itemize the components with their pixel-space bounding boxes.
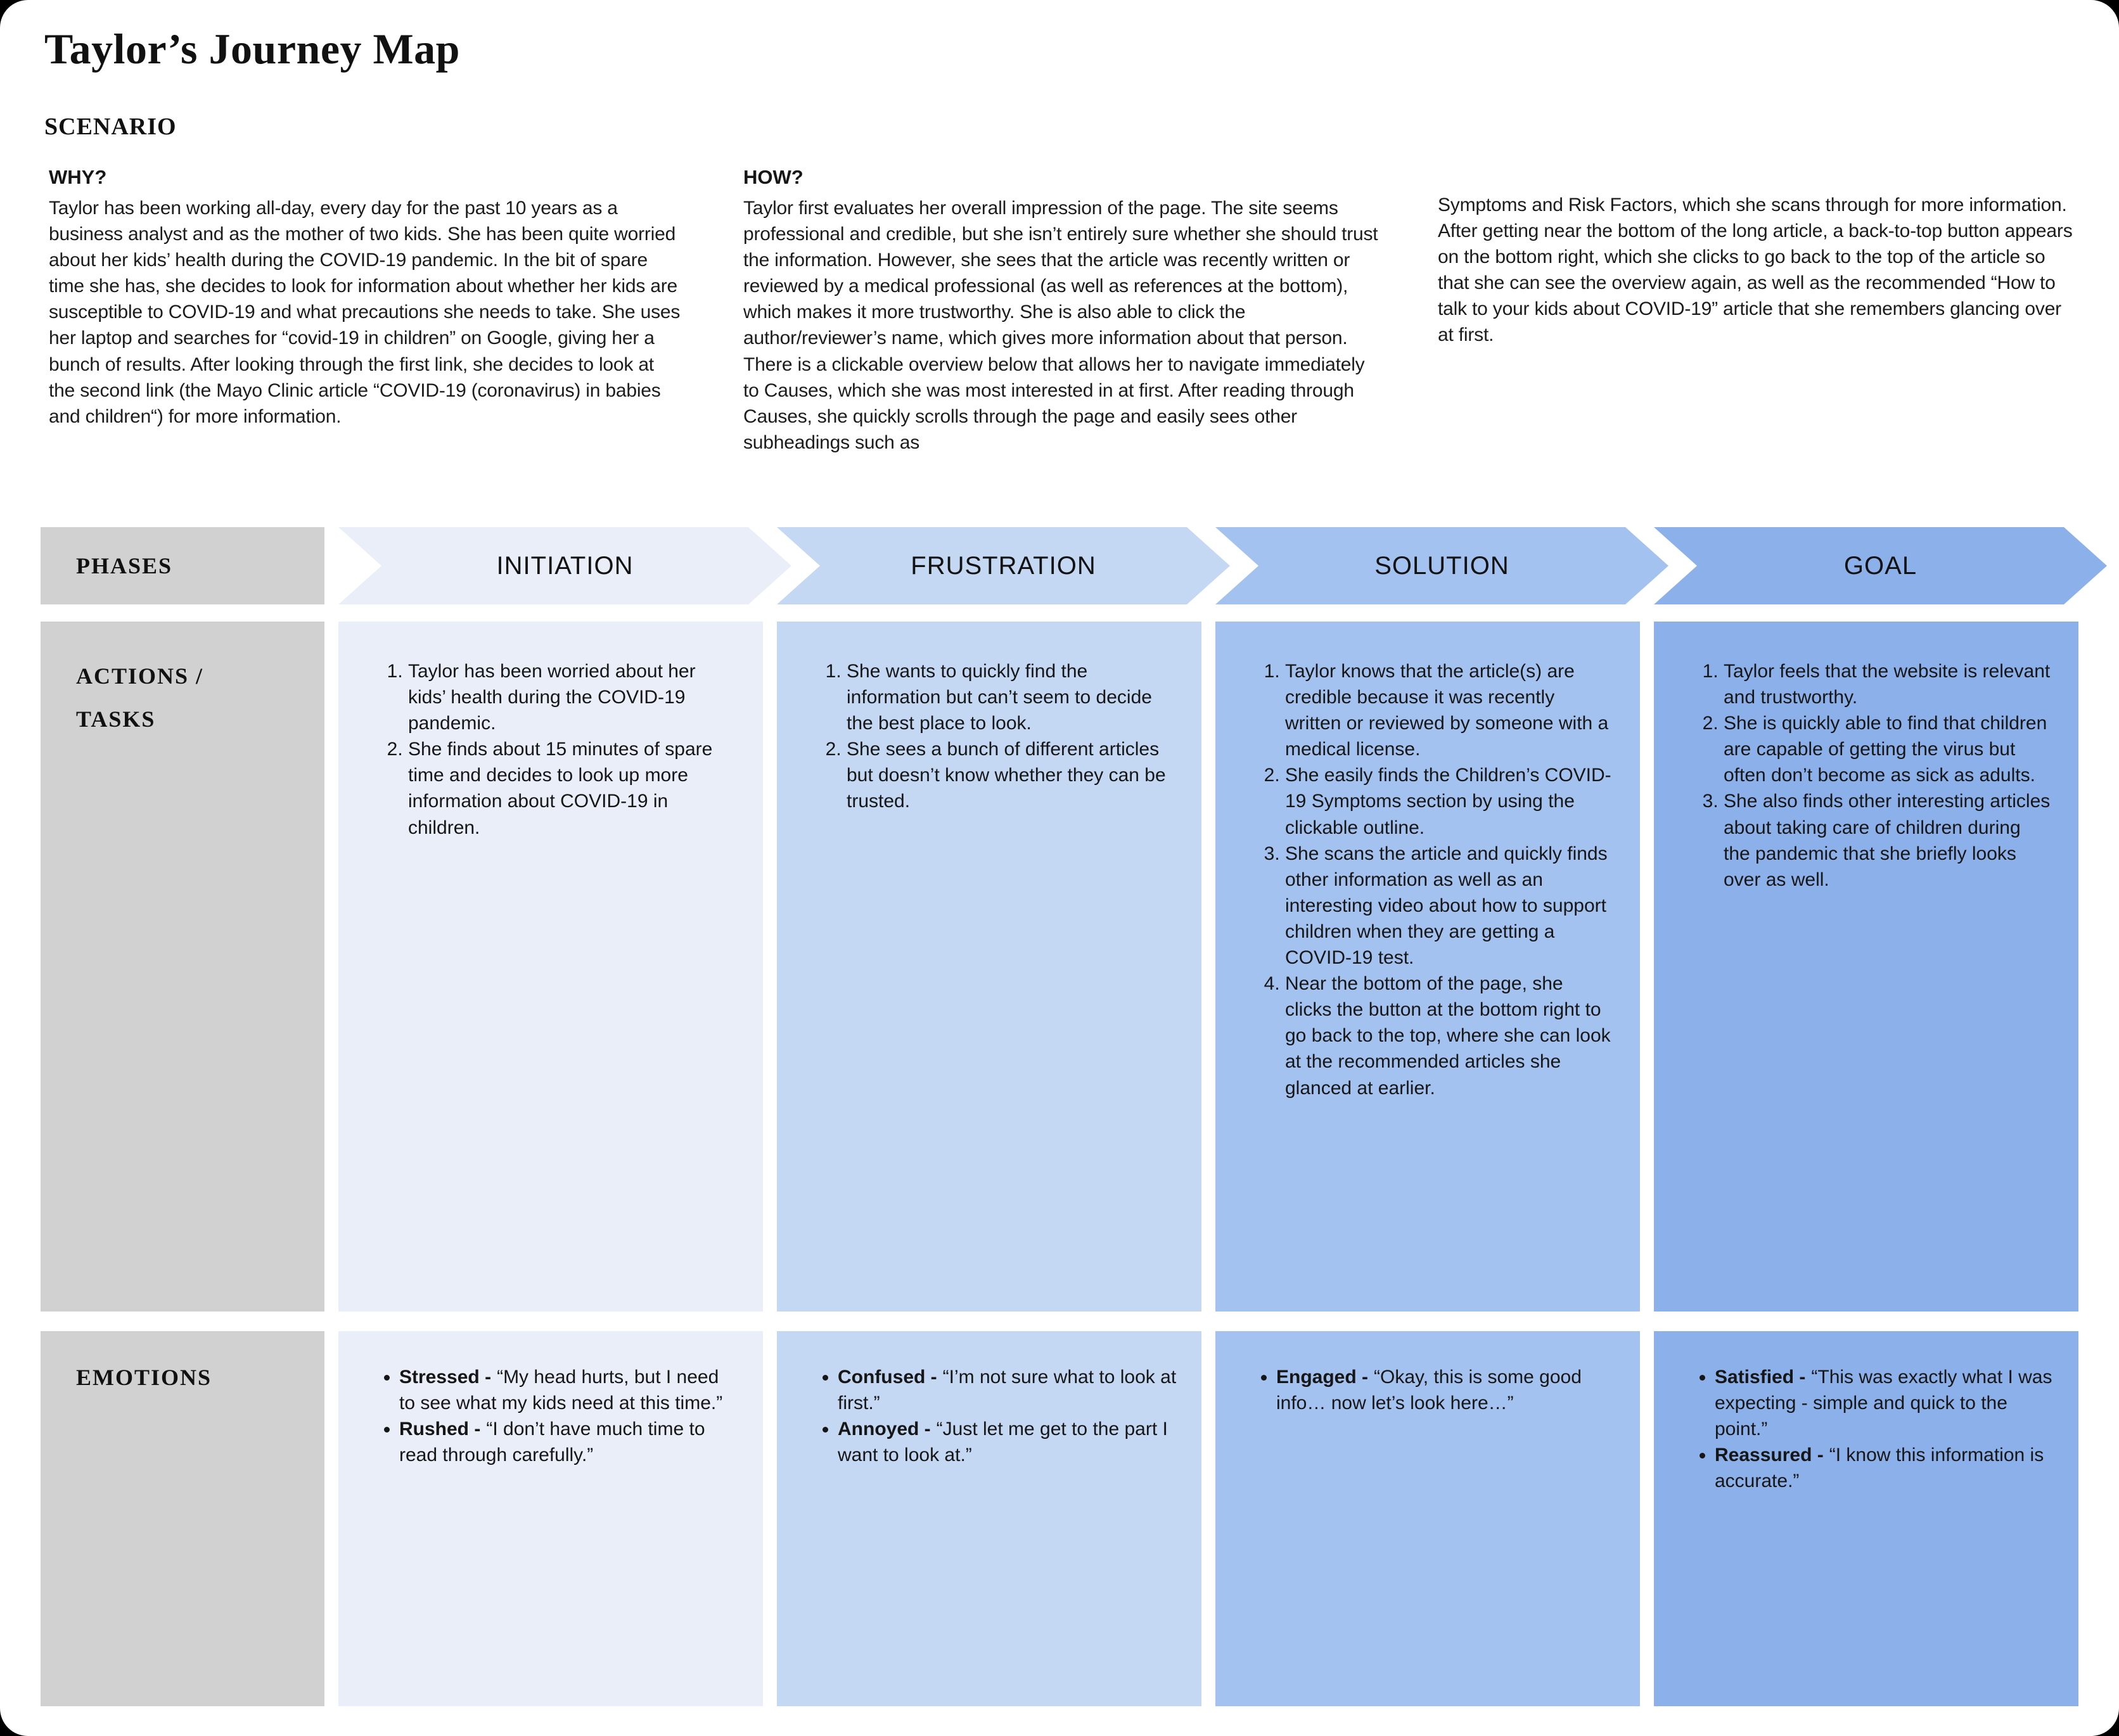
emotion-name: Satisfied - — [1715, 1367, 1806, 1388]
emotion-quote: “I know this information is accurate.” — [1715, 1445, 2044, 1492]
action-item: She easily finds the Children’s COVID-19… — [1285, 762, 1613, 840]
emotion-quote: “Just let me get to the part I want to l… — [838, 1419, 1168, 1466]
why-heading: WHY? — [49, 166, 107, 188]
page-title: Taylor’s Journey Map — [44, 25, 460, 73]
emotion-name: Rushed - — [399, 1419, 481, 1440]
emotion-name: Engaged - — [1276, 1367, 1369, 1388]
actions-list-solution: Taylor knows that the article(s) are cre… — [1252, 658, 1613, 1101]
emotions-list-initiation: Stressed -“My head hurts, but I need to … — [371, 1364, 739, 1468]
how-text-part1: Taylor first evaluates her overall impre… — [743, 198, 1378, 453]
row-label-actions-tasks: ACTIONS / TASKS — [41, 622, 324, 1312]
emotion-name: Annoyed - — [838, 1419, 931, 1440]
phase-arrow-initiation: INITIATION — [338, 527, 791, 604]
row-label-phases: PHASES — [41, 527, 324, 604]
scenario-why-column: WHY? Taylor has been working all-day, ev… — [49, 166, 685, 456]
emotion-quote: “I don’t have much time to read through … — [399, 1419, 705, 1466]
action-item: She is quickly able to find that childre… — [1724, 710, 2052, 788]
action-item: She wants to quickly find the informatio… — [847, 658, 1175, 736]
how-heading: HOW? — [743, 166, 803, 188]
phase-arrow-goal: GOAL — [1654, 527, 2107, 604]
action-item: Taylor knows that the article(s) are cre… — [1285, 658, 1613, 762]
actions-cell-frustration: She wants to quickly find the informatio… — [777, 622, 1201, 1312]
action-item: She finds about 15 minutes of spare time… — [408, 736, 736, 840]
emotion-item: Satisfied -“This was exactly what I was … — [1715, 1364, 2054, 1442]
actions-cell-goal: Taylor feels that the website is relevan… — [1654, 622, 2078, 1312]
scenario-how-column: HOW? Taylor first evaluates her overall … — [743, 166, 1380, 456]
phase-arrow-frustration: FRUSTRATION — [777, 527, 1230, 604]
emotions-list-frustration: Confused -“I’m not sure what to look at … — [810, 1364, 1177, 1468]
row-label-emotions: EMOTIONS — [41, 1331, 324, 1706]
emotions-label-text: EMOTIONS — [76, 1365, 212, 1390]
actions-list-goal: Taylor feels that the website is relevan… — [1691, 658, 2052, 893]
actions-cell-solution: Taylor knows that the article(s) are cre… — [1215, 622, 1640, 1312]
emotions-cell-goal: Satisfied -“This was exactly what I was … — [1654, 1331, 2078, 1706]
scenario-section: WHY? Taylor has been working all-day, ev… — [49, 166, 2074, 456]
emotion-item: Confused -“I’m not sure what to look at … — [838, 1364, 1177, 1416]
action-item: She also finds other interesting article… — [1724, 788, 2052, 892]
phase-arrow-initiation-label: INITIATION — [496, 551, 634, 580]
action-item: Taylor feels that the website is relevan… — [1724, 658, 2052, 710]
emotion-name: Reassured - — [1715, 1445, 1824, 1466]
actions-label-line1: ACTIONS / — [76, 663, 204, 689]
actions-label-line2: TASKS — [76, 706, 156, 732]
emotions-list-goal: Satisfied -“This was exactly what I was … — [1687, 1364, 2054, 1494]
scenario-heading: SCENARIO — [44, 113, 177, 140]
emotions-list-solution: Engaged -“Okay, this is some good info… … — [1248, 1364, 1616, 1416]
emotion-item: Engaged -“Okay, this is some good info… … — [1276, 1364, 1616, 1416]
action-item: She sees a bunch of different articles b… — [847, 736, 1175, 814]
emotion-quote: “My head hurts, but I need to see what m… — [399, 1367, 723, 1414]
emotions-cell-initiation: Stressed -“My head hurts, but I need to … — [338, 1331, 763, 1706]
why-text: Taylor has been working all-day, every d… — [49, 198, 681, 427]
emotion-quote: “Okay, this is some good info… now let’s… — [1276, 1367, 1582, 1414]
emotion-quote: “I’m not sure what to look at first.” — [838, 1367, 1177, 1414]
phase-arrow-goal-label: GOAL — [1843, 551, 1917, 580]
journey-table: PHASES ACTIONS / TASKS EMOTIONS INITIATI… — [41, 527, 2078, 1706]
actions-list-frustration: She wants to quickly find the informatio… — [814, 658, 1175, 815]
emotion-quote: “This was exactly what I was expecting -… — [1715, 1367, 2052, 1440]
scenario-how-continued-column: Symptoms and Risk Factors, which she sca… — [1438, 166, 2074, 456]
emotion-item: Reassured -“I know this information is a… — [1715, 1442, 2054, 1494]
phases-label-text: PHASES — [76, 553, 173, 578]
emotions-cell-frustration: Confused -“I’m not sure what to look at … — [777, 1331, 1201, 1706]
emotion-item: Rushed -“I don’t have much time to read … — [399, 1416, 739, 1468]
phase-arrow-solution: SOLUTION — [1215, 527, 1668, 604]
phase-arrow-frustration-label: FRUSTRATION — [911, 551, 1096, 580]
emotion-item: Stressed -“My head hurts, but I need to … — [399, 1364, 739, 1416]
actions-cell-initiation: Taylor has been worried about her kids’ … — [338, 622, 763, 1312]
action-item: She scans the article and quickly finds … — [1285, 841, 1613, 971]
phase-arrow-solution-label: SOLUTION — [1374, 551, 1509, 580]
action-item: Taylor has been worried about her kids’ … — [408, 658, 736, 736]
column-spacer — [1438, 166, 2074, 192]
emotion-item: Annoyed -“Just let me get to the part I … — [838, 1416, 1177, 1468]
actions-list-initiation: Taylor has been worried about her kids’ … — [375, 658, 736, 841]
emotion-name: Confused - — [838, 1367, 937, 1388]
emotion-name: Stressed - — [399, 1367, 492, 1388]
emotions-cell-solution: Engaged -“Okay, this is some good info… … — [1215, 1331, 1640, 1706]
how-text-part2: Symptoms and Risk Factors, which she sca… — [1438, 195, 2073, 346]
action-item: Near the bottom of the page, she clicks … — [1285, 971, 1613, 1101]
